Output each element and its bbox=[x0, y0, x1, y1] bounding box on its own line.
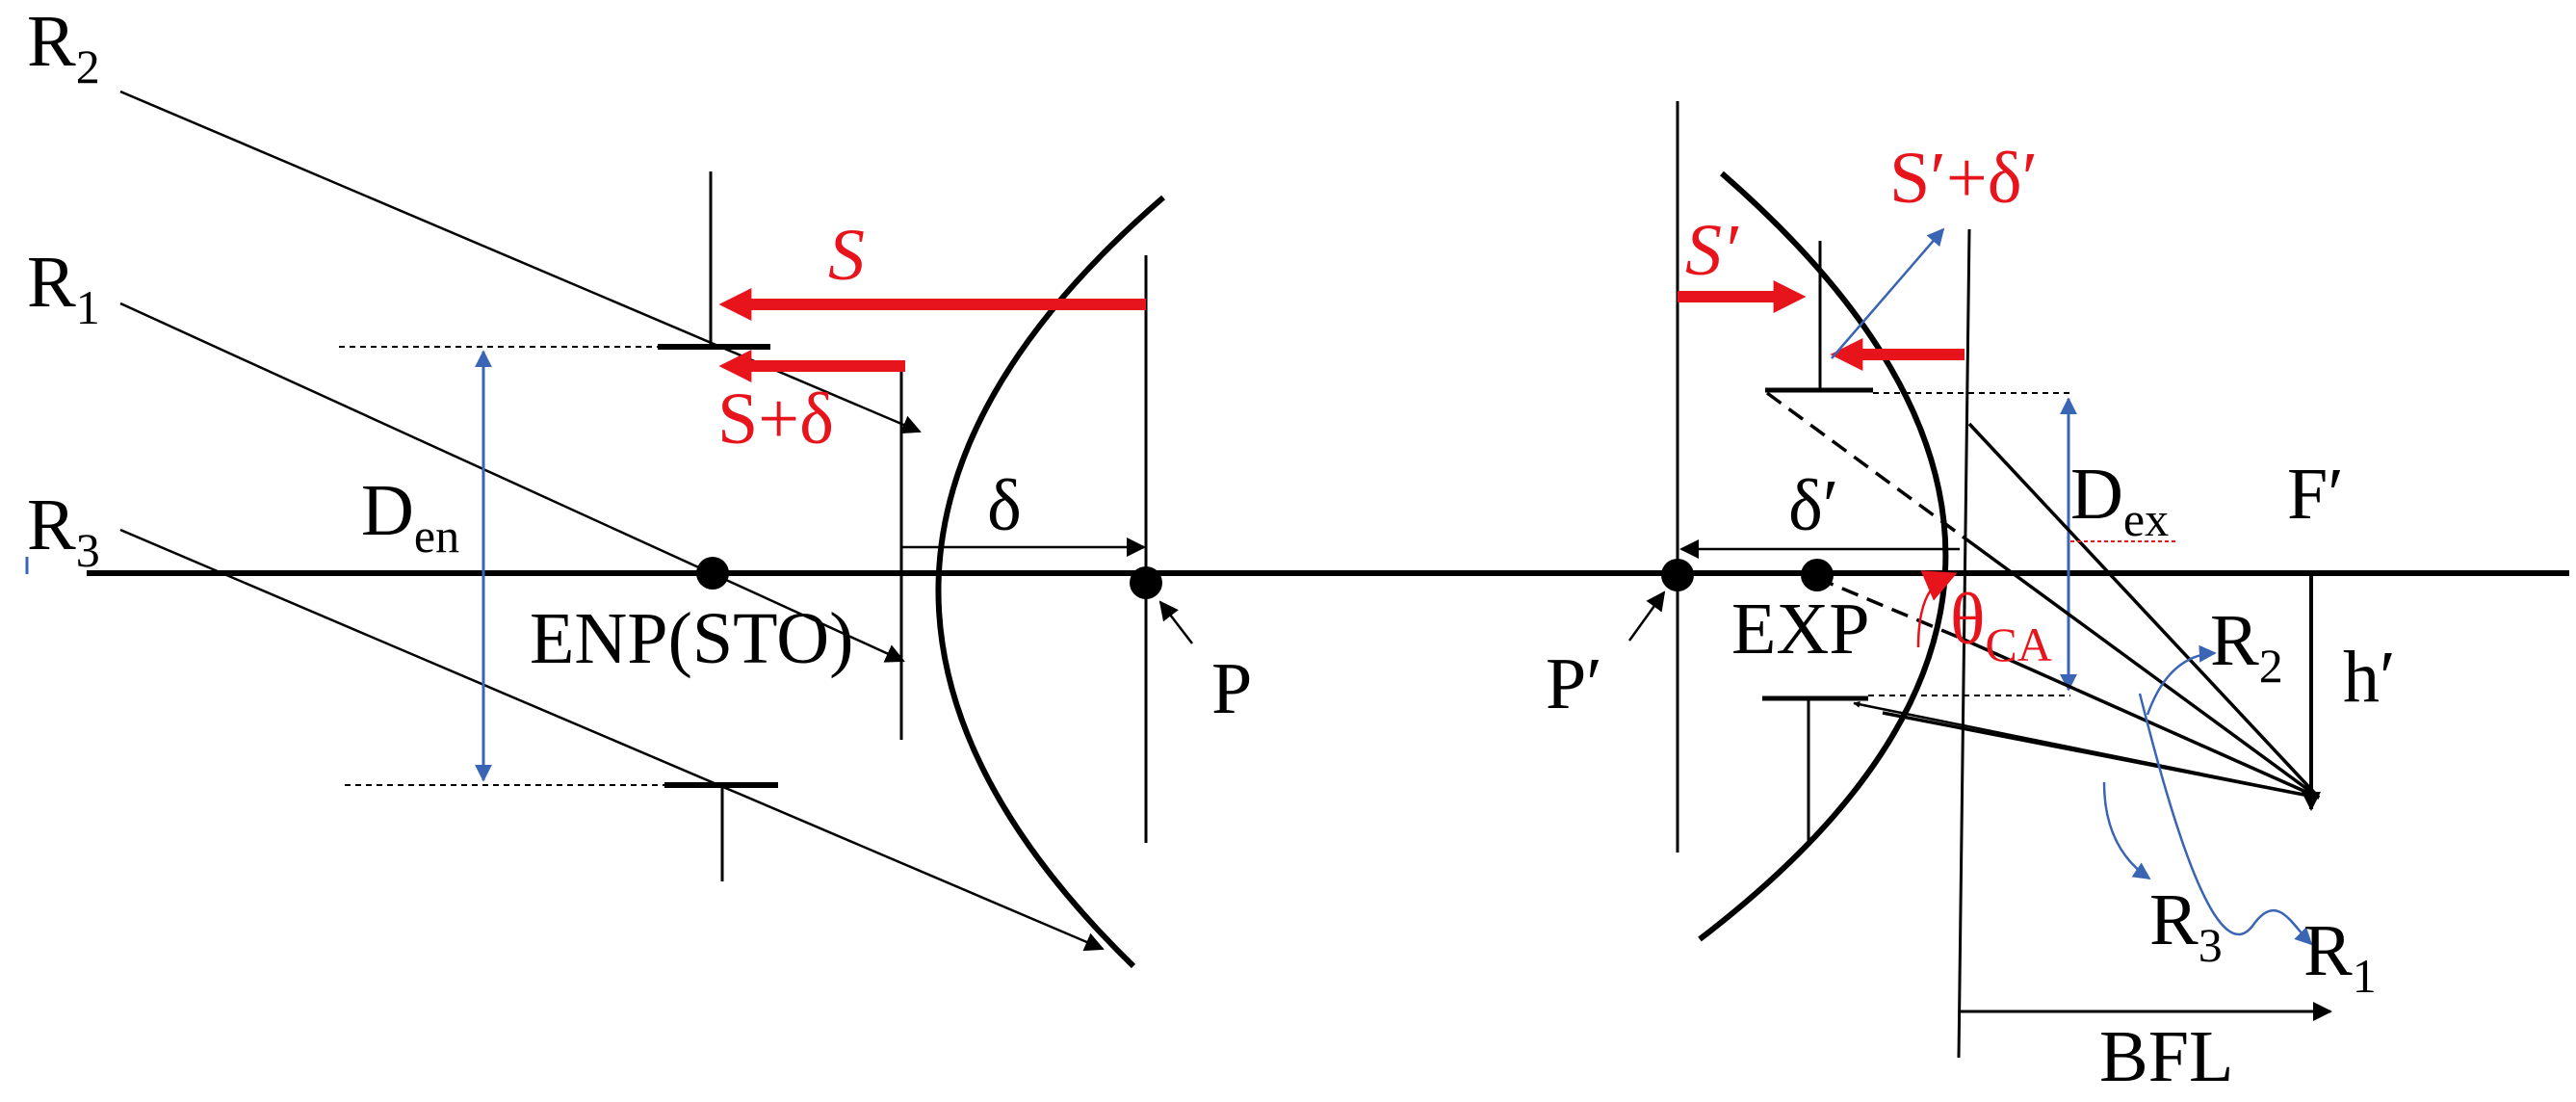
label-r2-right: R2 bbox=[2210, 600, 2283, 693]
r3-ray-right-inner bbox=[1853, 700, 2320, 800]
label-bfl: BFL bbox=[2099, 1016, 2233, 1097]
chief-ray bbox=[1959, 636, 2320, 800]
ray-r2-left bbox=[119, 90, 922, 434]
p-pointer bbox=[1158, 600, 1193, 644]
vertex-plane-right bbox=[1957, 228, 1971, 1059]
lens-surface-left bbox=[935, 195, 1165, 969]
label-delta: δ bbox=[987, 465, 1022, 546]
label-s-prime-plus-delta-prime: S′+δ′ bbox=[1889, 138, 2038, 219]
label-exp: EXP bbox=[1731, 589, 1870, 669]
r1-pointer bbox=[2138, 693, 2313, 946]
label-delta-prime: δ′ bbox=[1788, 465, 1838, 546]
label-r1-left: R1 bbox=[27, 242, 100, 334]
ray-r1-left bbox=[119, 302, 905, 663]
p-prime-point bbox=[1661, 559, 1694, 591]
label-p-prime: P′ bbox=[1546, 643, 1602, 724]
exp-point bbox=[1801, 559, 1834, 591]
ray-r3-left bbox=[119, 528, 1105, 952]
label-s-plus-delta: S+δ bbox=[717, 379, 834, 459]
r2-pointer bbox=[2146, 644, 2217, 716]
enp-point bbox=[696, 557, 729, 590]
r3-pointer bbox=[2102, 781, 2151, 880]
label-f-prime: F′ bbox=[2287, 454, 2344, 535]
r2-ray-dashed bbox=[1765, 391, 1965, 538]
label-enp-sto: ENP(STO) bbox=[530, 598, 853, 679]
theta-ca-pointer bbox=[1916, 570, 1958, 648]
label-r3-left: R3 bbox=[27, 485, 100, 577]
label-h-prime: h′ bbox=[2343, 637, 2396, 718]
p-point bbox=[1130, 566, 1162, 599]
label-s-prime: S′ bbox=[1685, 210, 1739, 291]
label-d-en: Den bbox=[361, 470, 459, 563]
label-s: S bbox=[828, 215, 865, 296]
label-r2-left: R2 bbox=[27, 1, 100, 93]
p-prime-pointer bbox=[1627, 590, 1666, 642]
lens-surface-right bbox=[1698, 171, 1949, 942]
s-prime-blue-pointer bbox=[1831, 227, 1945, 359]
label-d-ex: Dex bbox=[2070, 454, 2169, 546]
r1-ray-right bbox=[1967, 422, 2321, 800]
label-theta-ca: θCA bbox=[1950, 579, 2052, 671]
label-p: P bbox=[1211, 648, 1252, 729]
label-r1-right: R1 bbox=[2303, 910, 2377, 1003]
label-r3-right: R3 bbox=[2149, 879, 2223, 972]
r2-ray-right bbox=[1961, 535, 2321, 800]
